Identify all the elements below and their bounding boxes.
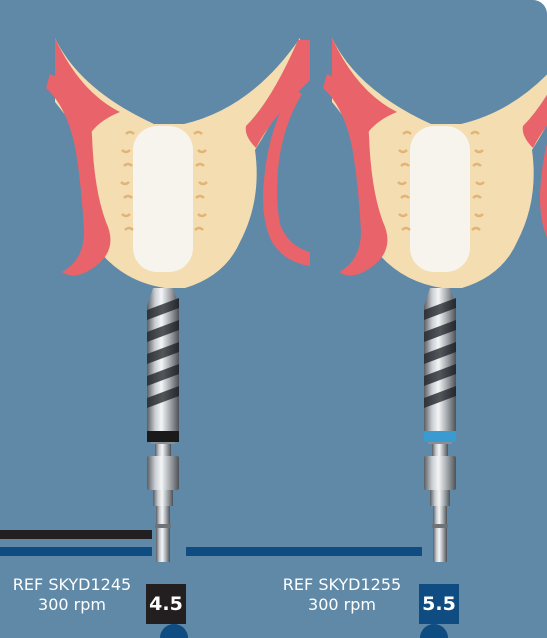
drill-2-speed: 300 rpm [272,595,412,615]
drill-1-speed: 300 rpm [2,595,142,615]
connector-dot-1 [160,624,188,638]
connector-dot-2 [420,624,448,638]
depth-line-blue-left [0,547,152,556]
drill-1-label: REF SKYD1245 300 rpm [2,575,142,615]
drill-2-ref: REF SKYD1255 [272,575,412,595]
socket-1-illustration [46,38,310,290]
diameter-badge-5-5: 5.5 [419,584,459,624]
drill-1-ref: REF SKYD1245 [2,575,142,595]
socket-2-illustration [323,38,547,290]
drill-4-5-icon [147,288,179,562]
drill-5-5-icon [424,288,456,562]
depth-line-blue-right [186,547,422,556]
depth-line-dark [0,530,152,539]
diameter-badge-4-5: 4.5 [146,584,186,624]
drill-2-label: REF SKYD1255 300 rpm [272,575,412,615]
